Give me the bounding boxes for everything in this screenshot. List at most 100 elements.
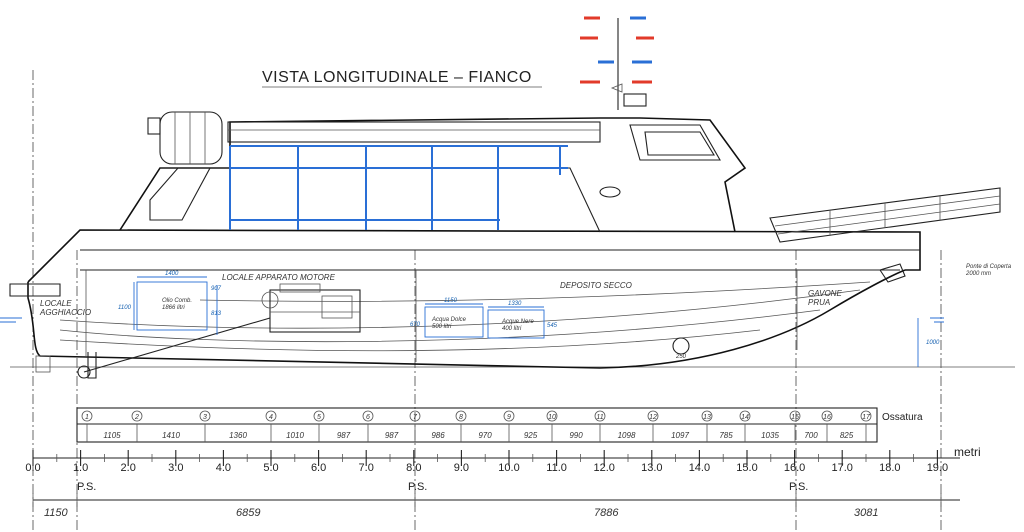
frame-number: 8 [459,414,463,421]
metri-label: 14.0 [689,462,710,474]
frame-marker [81,410,93,422]
aft-fitting [35,355,51,373]
frame-marker [739,410,751,422]
frame-spacing: 987 [385,431,399,440]
liferaft [159,111,223,165]
dim-acqua-width: 1150 [444,298,458,304]
frame-number: 10 [548,414,556,421]
frame-number: 4 [269,414,273,421]
nameplate [599,186,621,198]
ps-mark-1: P.S. [77,481,96,493]
ps-marks: P.S. P.S. P.S. [77,481,808,493]
metri-label: 12.0 [593,462,614,474]
drawing-title: VISTA LONGITUDINALE – FIANCO [262,69,532,86]
dim-nere-height: 545 [547,323,558,329]
frame-number: 15 [791,414,799,421]
frame-marker [409,410,421,422]
frame-spacing: 1098 [618,431,636,440]
label-tank-olio: Olio Comb.1866 litri [162,298,192,311]
dim-olio-width: 1400 [165,271,179,277]
chine-line-1 [59,289,861,329]
metri-label: 0.0 [25,462,40,474]
cabin-side [160,167,601,233]
mast-light-fitting [610,83,623,93]
frame-marker [362,410,374,422]
frame-spacing: 970 [478,431,492,440]
frame-spacing: 987 [337,431,351,440]
frame-number: 16 [823,414,831,421]
dim-nere-width: 1330 [508,301,522,307]
frame-marker [455,410,467,422]
metri-label: 18.0 [879,462,900,474]
label-draft: 1000 [926,340,940,346]
frame-spacing: 785 [719,431,733,440]
frame-spacing: 1360 [229,431,247,440]
metri-label: 4.0 [216,462,231,474]
railing-bar-2 [777,203,1001,235]
frame-marker [701,410,713,422]
frame-number: 2 [134,414,139,421]
metri-label: 10.0 [498,462,519,474]
radar-dome [623,93,647,107]
engine-pulley [261,291,279,309]
frame-number: 7 [413,414,418,421]
segment-1: 1150 [44,507,69,519]
chine-line-2 [59,309,821,343]
frame-marker [789,410,801,422]
engine-block [269,289,361,333]
bow-railing [769,187,1001,243]
frame-marker [313,410,325,422]
wheelhouse-window [629,124,721,161]
engine [261,283,361,333]
metri-label: 7.0 [359,462,374,474]
cabin-frames-blue [229,145,568,230]
metri-label: 16.0 [784,462,805,474]
frame-spacing: 1410 [162,431,180,440]
metri-label: 15.0 [736,462,757,474]
hull [9,229,921,379]
ossatura-label: Ossatura [882,412,923,423]
rudder [87,352,97,379]
metri-label: 1.0 [73,462,88,474]
sheer-line-inner [199,281,871,302]
frame-number: 17 [862,414,871,421]
frame-number: 6 [366,414,370,421]
waterlines [0,317,1015,368]
metri-label: 8.0 [406,462,421,474]
swim-platform [9,283,61,297]
hardtop [227,121,601,143]
metri-label: 3.0 [168,462,183,474]
frame-number: 1 [85,414,89,421]
tank-acque-nere [487,309,545,339]
frame-spacing: 1035 [761,431,779,440]
frame-spacing: 1097 [671,431,689,440]
label-motore: LOCALE APPARATO MOTORE [222,273,336,282]
frame-marker [199,410,211,422]
hull-sheer [27,229,921,283]
frame-marker [503,410,515,422]
frame-marker [647,410,659,422]
label-deposito: DEPOSITO SECCO [560,281,632,290]
frame-number: 3 [203,414,207,421]
segment-3: 7886 [594,507,619,519]
dim-acqua-height: 670 [410,322,421,328]
frame-number: 11 [596,414,603,421]
prop-shaft [83,317,271,373]
railing-bar-1 [774,195,1001,227]
tanks [133,276,919,367]
metri-label: 6.0 [311,462,326,474]
frame-marker [860,410,872,422]
frame-number: 13 [703,414,711,421]
frame-number: 9 [507,414,511,421]
metri-label: 19.0 [927,462,948,474]
